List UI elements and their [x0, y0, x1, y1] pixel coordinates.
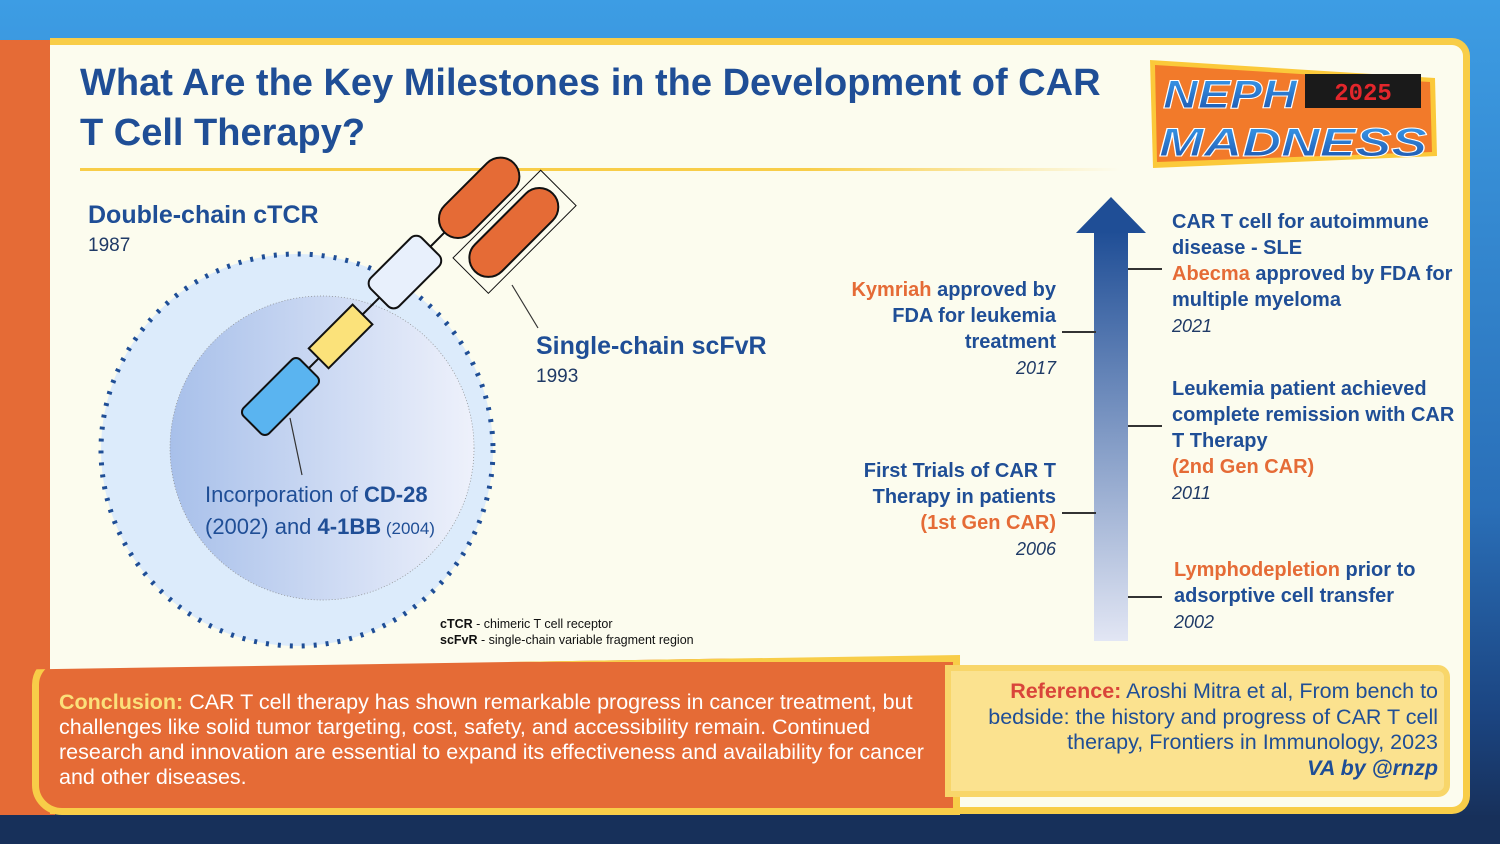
logo-line1: NEPH [1163, 73, 1298, 117]
milestone-2006: First Trials of CAR T Therapy in patient… [863, 460, 1056, 559]
reference-box: Reference: Aroshi Mitra et al, From benc… [945, 665, 1450, 797]
conclusion-box: Conclusion: CAR T cell therapy has shown… [32, 655, 960, 815]
conclusion-text: CAR T cell therapy has shown remarkable … [59, 690, 924, 789]
single-chain-year: 1993 [536, 366, 579, 387]
double-chain-label: Double-chain cTCR [88, 201, 319, 229]
car-t-cell-diagram [98, 156, 577, 649]
background-band [0, 815, 1500, 844]
logo-year: 2025 [1334, 81, 1392, 108]
car-receptor [240, 156, 577, 437]
scfv-heavy-chain [437, 156, 521, 240]
scfv-outline [452, 169, 577, 294]
reference-text: Aroshi Mitra et al, From bench to bedsid… [988, 679, 1438, 754]
reference-heading: Reference: [1010, 679, 1122, 703]
milestone-2011: Leukemia patient achieved complete remis… [1172, 378, 1455, 503]
timeline-arrow [1076, 197, 1146, 641]
costimulation-label: Incorporation of CD-28 (2002) and 4-1BB … [205, 482, 435, 539]
milestone-2002: Lymphodepletion prior to adsorptive cell… [1174, 559, 1416, 632]
scfv-light-chain [468, 187, 560, 278]
page-title: What Are the Key Milestones in the Devel… [80, 62, 1101, 154]
double-chain-year: 1987 [88, 235, 131, 256]
abbreviations: cTCR - chimeric T cell receptor scFvR - … [440, 617, 694, 647]
t-cell-body [169, 295, 475, 601]
single-chain-label: Single-chain scFvR [536, 332, 767, 360]
conclusion-heading: Conclusion: [59, 690, 184, 714]
title-divider [80, 168, 1120, 171]
logo-line2: MADNESS [1159, 121, 1427, 165]
neph-madness-logo: 2025 NEPH MADNESS [1150, 60, 1437, 168]
milestone-2017: Kymriah approved by FDA for leukemia tre… [851, 279, 1056, 378]
milestone-2021: CAR T cell for autoimmune disease - SLE … [1172, 211, 1453, 336]
credit: VA by @rnzp [1307, 755, 1438, 780]
